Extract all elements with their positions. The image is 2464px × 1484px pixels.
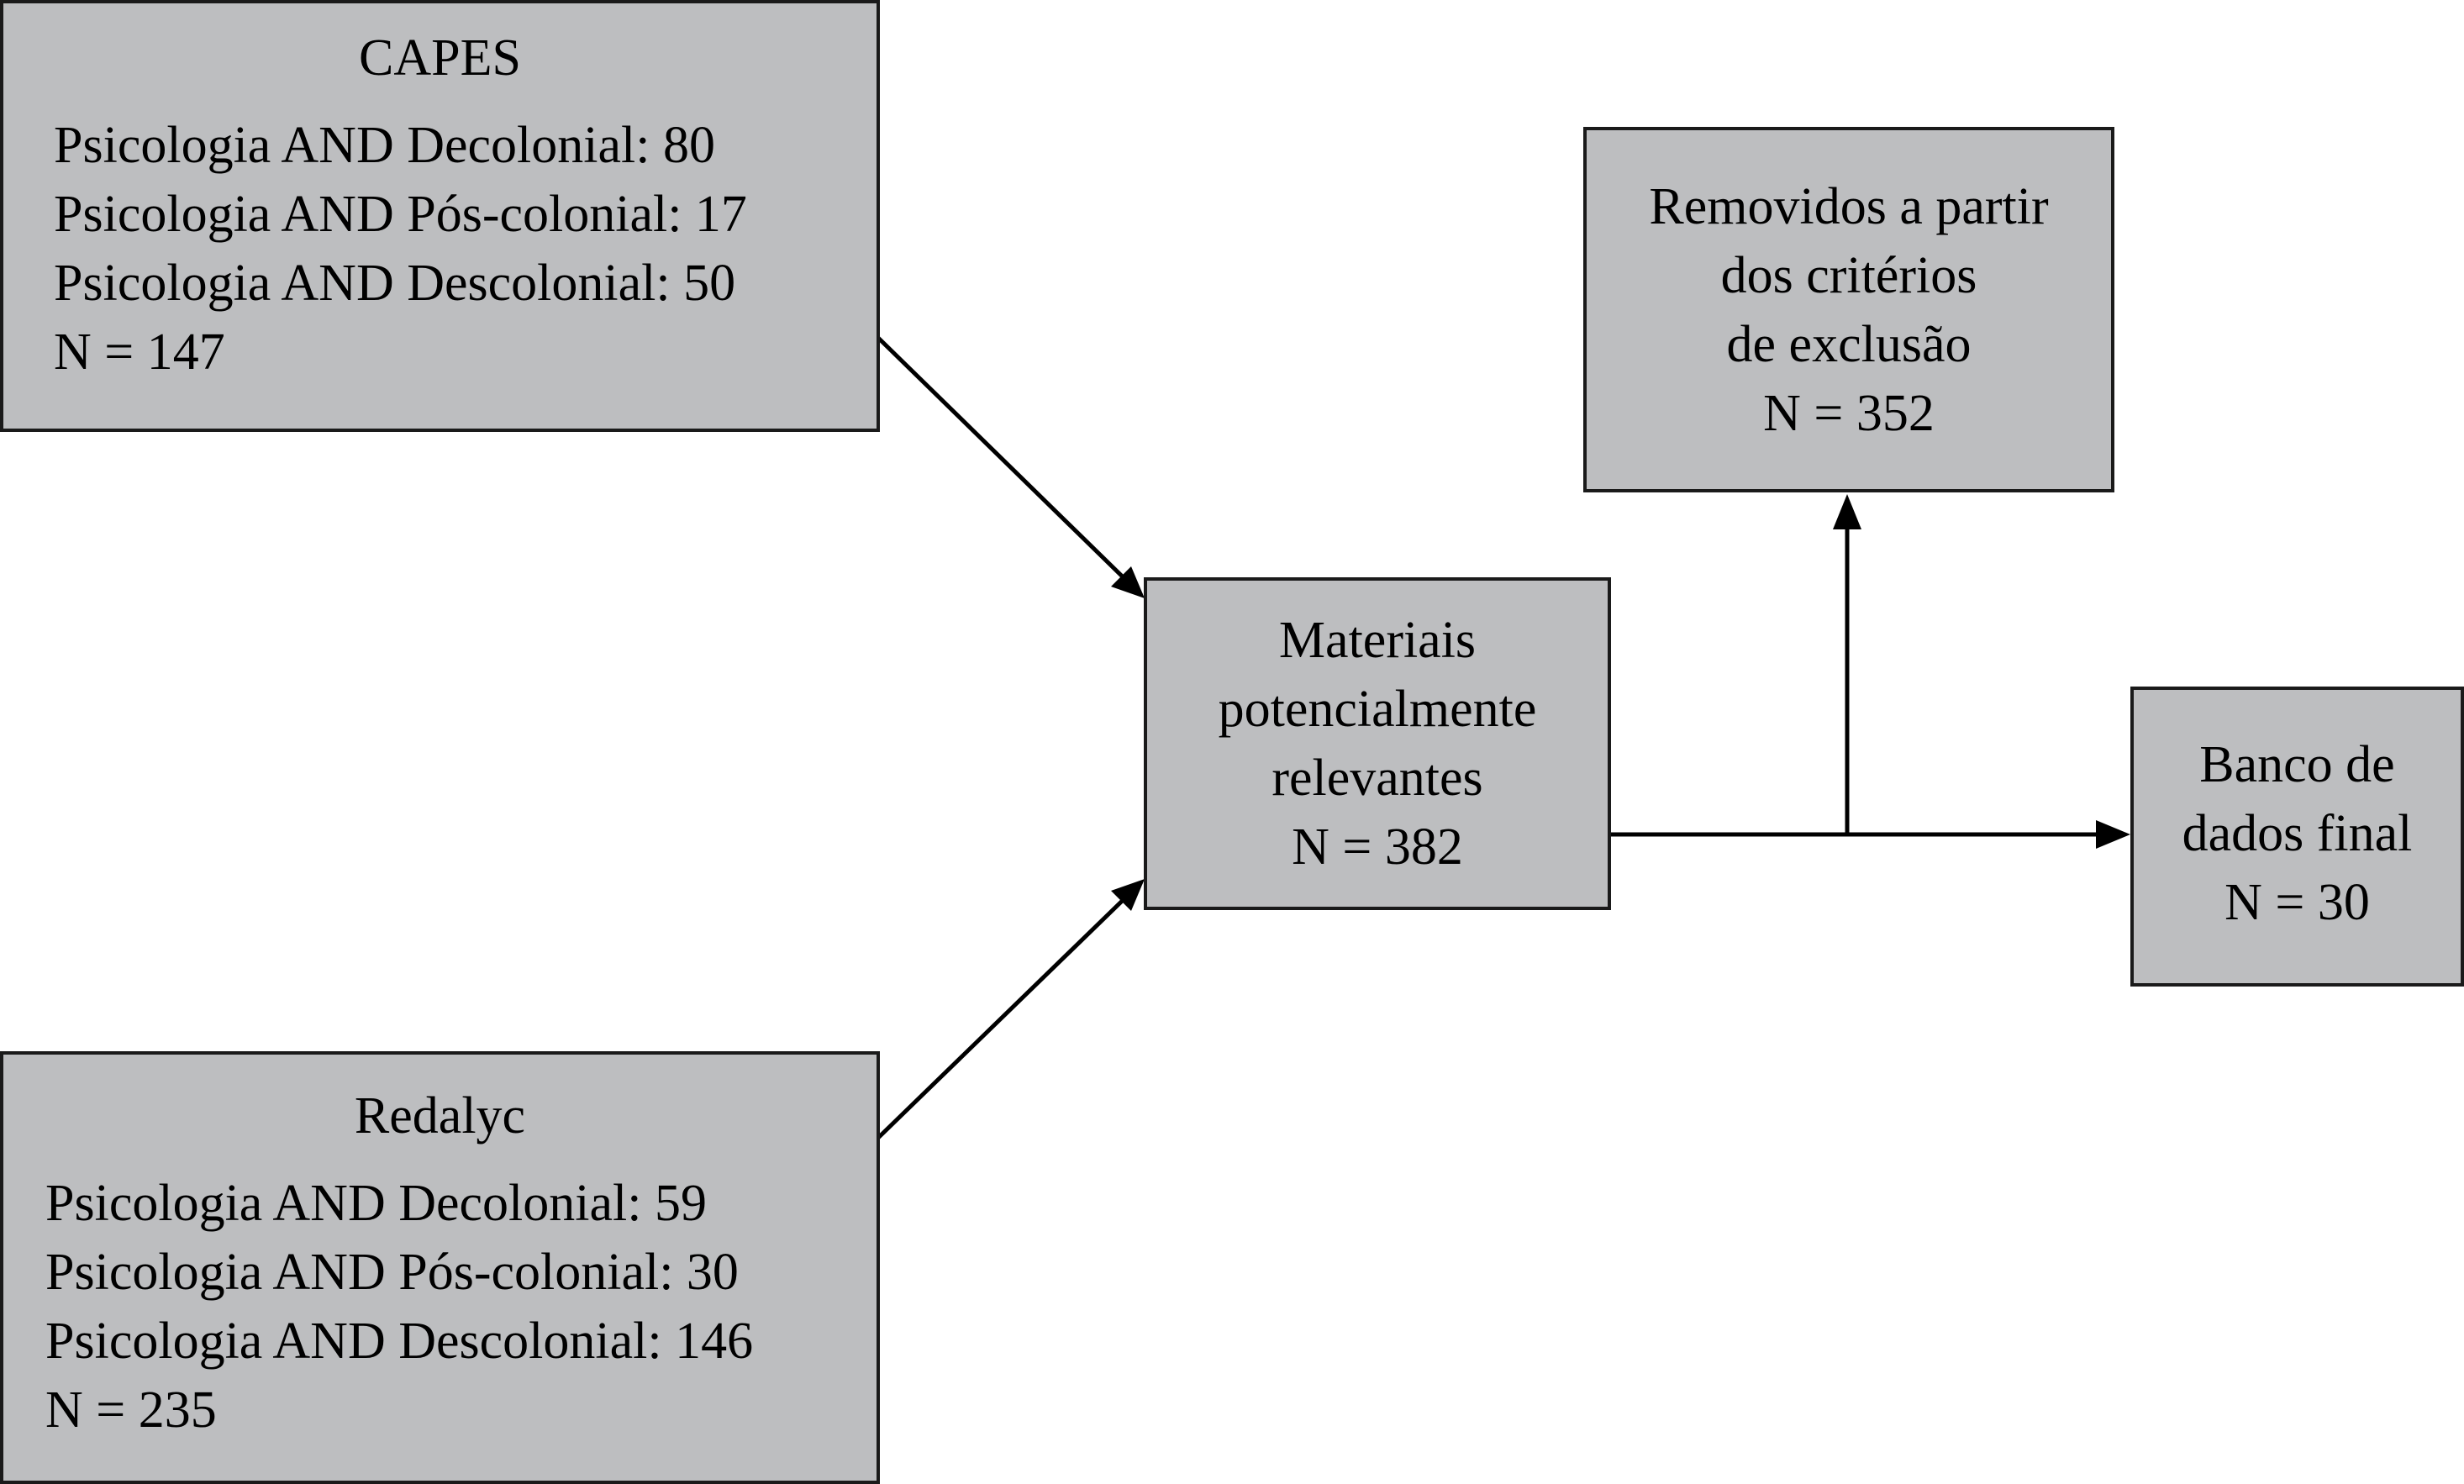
redalyc-title: Redalyc (354, 1087, 526, 1145)
removed-line-1: Removidos a partir (1649, 178, 2049, 235)
arrow-redalyc-to-relevant (877, 881, 1143, 1139)
final-line-2: dados final (2182, 805, 2413, 862)
removed-line-3: de exclusão (1726, 316, 1972, 373)
final-total: N = 30 (2224, 874, 2370, 931)
relevant-materials-box: Materiais potencialmente relevantes N = … (1144, 577, 1611, 910)
relevant-line-3: relevantes (1271, 750, 1483, 807)
redalyc-query-pos-colonial: Psicologia AND Pós-colonial: 30 (45, 1244, 739, 1301)
removed-line-2: dos critérios (1720, 247, 1977, 304)
redalyc-total: N = 235 (45, 1381, 217, 1439)
relevant-total: N = 382 (1292, 818, 1463, 876)
capes-title: CAPES (359, 29, 521, 87)
arrowhead-removed (1833, 494, 1861, 529)
arrowhead-capes (1111, 566, 1145, 598)
arrowhead-redalyc (1111, 879, 1145, 911)
capes-source-box: CAPES Psicologia AND Decolonial: 80 Psic… (0, 0, 880, 432)
capes-query-descolonial: Psicologia AND Descolonial: 50 (54, 255, 736, 312)
removed-box: Removidos a partir dos critérios de excl… (1583, 127, 2114, 492)
redalyc-source-box: Redalyc Psicologia AND Decolonial: 59 Ps… (0, 1051, 880, 1484)
capes-query-decolonial: Psicologia AND Decolonial: 80 (54, 117, 715, 174)
arrow-capes-to-relevant (877, 336, 1143, 597)
capes-query-pos-colonial: Psicologia AND Pós-colonial: 17 (54, 186, 747, 243)
final-line-1: Banco de (2199, 736, 2395, 793)
capes-total: N = 147 (54, 324, 225, 381)
final-database-box: Banco de dados final N = 30 (2130, 687, 2464, 987)
relevant-line-1: Materiais (1278, 612, 1477, 669)
removed-total: N = 352 (1763, 385, 1935, 442)
arrowhead-final (2096, 820, 2130, 849)
relevant-line-2: potencialmente (1218, 681, 1537, 738)
redalyc-query-decolonial: Psicologia AND Decolonial: 59 (45, 1175, 707, 1232)
redalyc-query-descolonial: Psicologia AND Descolonial: 146 (45, 1313, 754, 1370)
